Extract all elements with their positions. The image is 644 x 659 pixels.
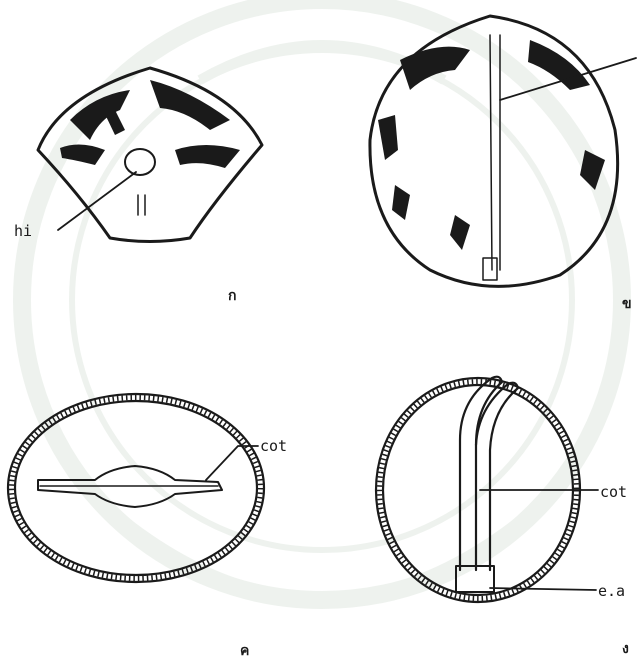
panel-c-cot-callout: cot — [206, 437, 287, 480]
panel-a-seed — [38, 68, 262, 242]
panel-b-label: ข — [622, 296, 632, 312]
panel-a-label: ก — [228, 288, 236, 304]
panel-d-label: ง — [622, 641, 629, 657]
panel-c-section — [8, 394, 264, 582]
ea-label-d: e.a — [598, 582, 625, 600]
hilum-label: hi — [14, 222, 32, 240]
cot-label-d: cot — [600, 483, 627, 501]
panel-c-label: ค — [240, 643, 249, 659]
cot-label-c: cot — [260, 437, 287, 455]
